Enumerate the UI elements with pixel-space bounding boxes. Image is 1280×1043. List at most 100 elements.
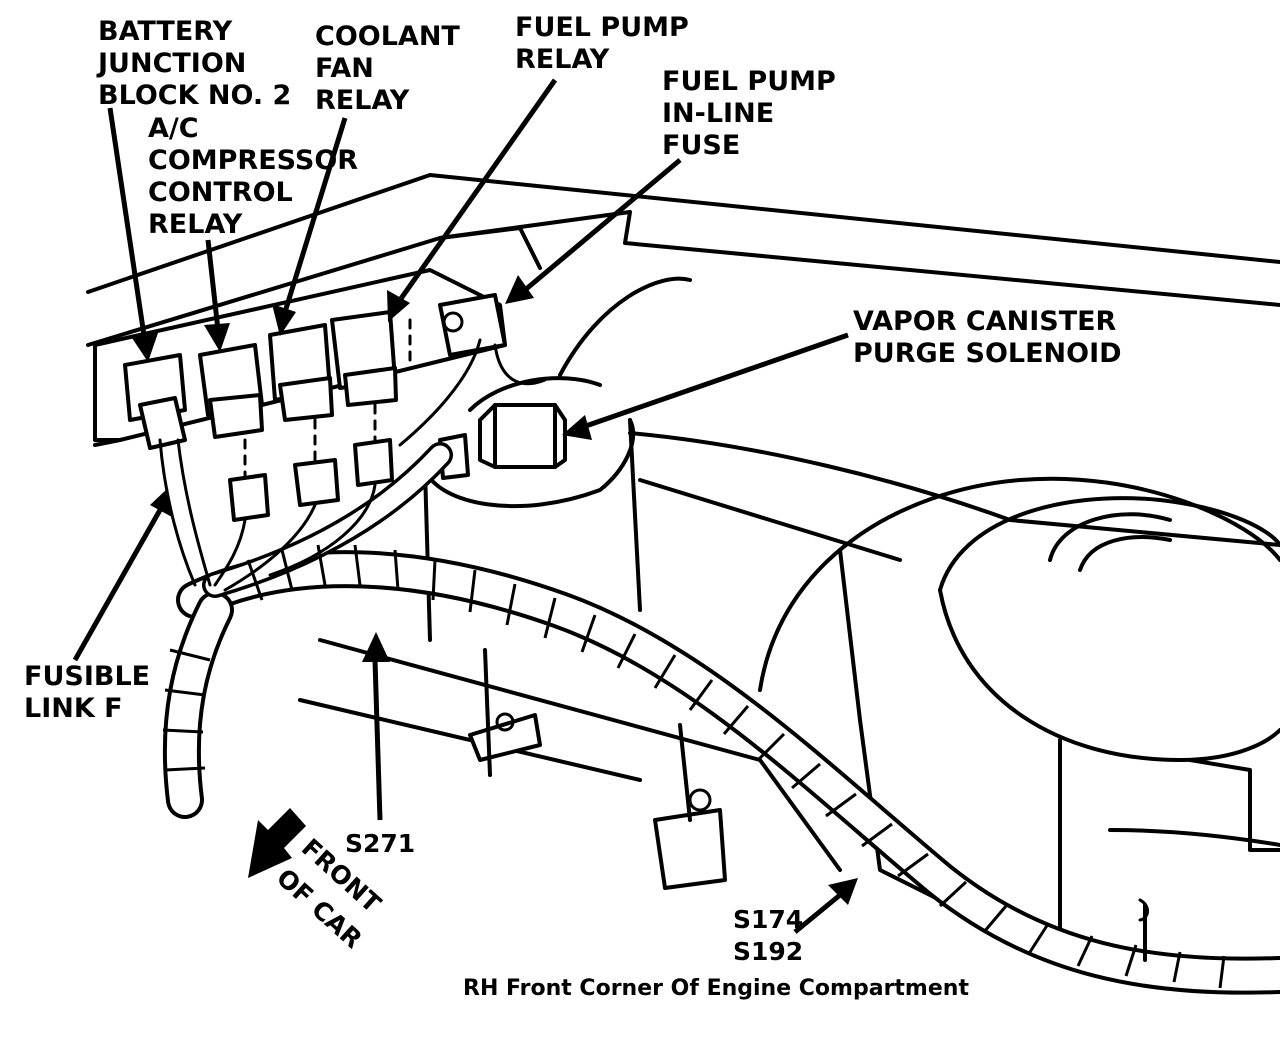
label-ac-relay-1: A/C <box>148 113 199 144</box>
label-fusible-link-1: FUSIBLE <box>24 661 150 692</box>
ptr-coolant-relay <box>282 117 348 313</box>
strut-curve <box>558 276 692 377</box>
line-shape <box>616 633 637 669</box>
label-vapor-canister-1: VAPOR CANISTER <box>853 306 1117 337</box>
fuse-cap <box>442 311 464 333</box>
line-shape <box>164 766 206 772</box>
canister-top <box>423 418 636 508</box>
line-shape <box>169 648 211 662</box>
caption: RH Front Corner Of Engine Compartment <box>463 976 969 1001</box>
upper-body-line <box>86 173 1280 294</box>
air-cleaner-base <box>1108 828 1280 847</box>
air-cleaner-wing <box>1138 898 1149 922</box>
label-coolant-1: COOLANT <box>315 21 460 52</box>
ptr-vapor-canister-head <box>562 415 592 440</box>
line-shape <box>791 762 821 790</box>
in-line-fuse <box>438 293 507 357</box>
label-fuel-pump-relay-1: FUEL PUMP <box>515 12 689 43</box>
ptr-ac-relay-head <box>204 323 230 352</box>
harness-clips <box>468 648 1147 962</box>
connector-2 <box>293 458 340 507</box>
line-shape <box>938 880 968 908</box>
clip-1-bolt <box>495 712 515 732</box>
clip-2-bolt <box>688 788 712 812</box>
label-battery-junction-1: BATTERY <box>98 16 233 47</box>
ptr-s271 <box>372 659 383 821</box>
label-coolant-2: FAN <box>315 53 374 84</box>
line-shape <box>580 614 597 653</box>
air-cleaner <box>758 476 1280 962</box>
label-fuel-pump-relay-2: RELAY <box>515 44 610 75</box>
ptr-fusible-link-head <box>150 488 172 517</box>
connector-3 <box>353 438 394 487</box>
ptr-coolant-relay-head <box>272 304 296 336</box>
ptr-s174-head <box>828 878 858 905</box>
label-s192: S192 <box>733 937 803 966</box>
ptr-fuel-pump-fuse-head <box>505 275 534 304</box>
label-battery-junction-2: JUNCTION <box>96 48 246 79</box>
inner-fender-line-2 <box>638 478 902 562</box>
line-shape <box>722 705 750 735</box>
line-shape <box>1028 923 1050 953</box>
ptr-s271-head <box>362 632 390 662</box>
front-of-car-arrow <box>248 808 306 878</box>
ptr-battery-junction <box>107 107 148 343</box>
wire-4 <box>223 503 317 592</box>
line-shape <box>897 852 929 878</box>
line-shape <box>162 728 204 734</box>
line-shape <box>756 732 786 762</box>
label-ac-relay-4: RELAY <box>148 209 243 240</box>
wire-6 <box>398 338 482 447</box>
line-shape <box>982 905 1008 933</box>
air-cleaner-snorkel <box>1048 512 1172 562</box>
label-fuel-pump-fuse-1: FUEL PUMP <box>662 66 836 97</box>
cowl-ledge <box>438 226 542 270</box>
line-shape <box>688 679 714 711</box>
label-s271: S271 <box>345 829 415 858</box>
connector-1 <box>228 473 270 522</box>
label-fusible-link-2: LINK F <box>24 693 123 724</box>
wire-2 <box>176 438 212 587</box>
canister-top-back <box>468 376 602 412</box>
line-shape <box>164 688 206 697</box>
label-s174: S174 <box>733 905 803 934</box>
line-shape <box>1218 955 1226 989</box>
clip-1-post <box>483 648 492 777</box>
callout-labels: BATTERY JUNCTION BLOCK NO. 2 A/C COMPRES… <box>24 12 1122 1001</box>
line-shape <box>1172 951 1182 983</box>
vapor-canister <box>423 376 642 642</box>
wire-5 <box>268 483 377 577</box>
line-shape <box>653 654 677 689</box>
label-vapor-canister-2: PURGE SOLENOID <box>853 338 1122 369</box>
fuel-pump-relay-base <box>343 366 398 407</box>
clip-2 <box>653 808 727 890</box>
wiring-harness <box>158 318 1280 995</box>
purge-solenoid <box>493 403 557 469</box>
harness-ribs <box>162 544 1226 989</box>
line-shape <box>825 792 857 818</box>
ac-relay-base <box>208 393 264 439</box>
line-shape <box>543 597 557 639</box>
label-coolant-3: RELAY <box>315 85 410 116</box>
line-shape <box>1124 944 1138 977</box>
junction-connector <box>138 396 187 450</box>
line-shape <box>353 544 362 586</box>
air-cleaner-body-right <box>1188 758 1280 852</box>
line-shape <box>1076 935 1094 967</box>
ptr-s174 <box>793 893 842 934</box>
air-cleaner-snorkel-2 <box>1078 535 1172 572</box>
purge-solenoid-face <box>478 403 497 469</box>
relay-block <box>93 268 507 522</box>
ptr-fuel-pump-relay <box>397 78 558 302</box>
canister-side-left <box>423 468 432 642</box>
label-fuel-pump-fuse-3: FUSE <box>662 130 740 161</box>
line-shape <box>431 559 437 601</box>
ptr-fuel-pump-fuse <box>523 158 682 292</box>
label-ac-relay-2: COMPRESSOR <box>148 145 358 176</box>
line-shape <box>505 583 517 626</box>
line-shape <box>393 549 400 591</box>
wire-1 <box>158 438 197 587</box>
line-shape <box>861 822 893 848</box>
ptr-fuel-pump-relay-head <box>387 290 410 322</box>
